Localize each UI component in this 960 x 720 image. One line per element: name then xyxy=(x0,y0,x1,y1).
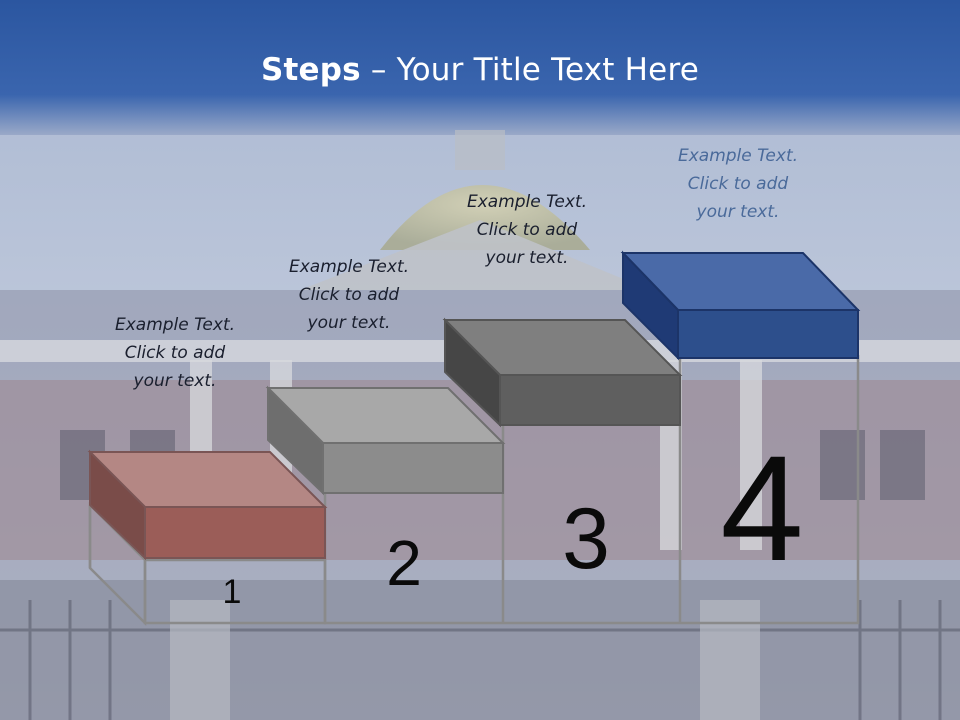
step-3-line-1: Example Text. xyxy=(466,192,588,212)
step-4-text[interactable]: Example Text. Click to add your text. xyxy=(653,142,823,226)
step-4-line-2: Click to add xyxy=(687,174,789,194)
step-2-block[interactable] xyxy=(265,385,506,496)
step-1-number: 1 xyxy=(223,573,242,611)
step-1-line-1: Example Text. xyxy=(114,315,236,335)
step-3-text[interactable]: Example Text. Click to add your text. xyxy=(442,188,612,272)
step-3-line-2: Click to add xyxy=(476,220,578,240)
step-3-line-3: your text. xyxy=(485,248,569,268)
step-4-line-3: your text. xyxy=(696,202,780,222)
step-4-block[interactable] xyxy=(620,250,861,361)
step-3-number: 3 xyxy=(562,491,610,587)
step-2-number: 2 xyxy=(386,527,422,599)
step-4-number: 4 xyxy=(720,424,803,592)
step-2-text[interactable]: Example Text. Click to add your text. xyxy=(264,253,434,337)
step-4-line-1: Example Text. xyxy=(677,146,799,166)
step-1-line-2: Click to add xyxy=(124,343,226,363)
step-1-line-3: your text. xyxy=(133,371,217,391)
step-3-block[interactable] xyxy=(442,317,683,428)
step-2-line-2: Click to add xyxy=(298,285,400,305)
slide-title[interactable]: Steps – Your Title Text Here xyxy=(0,52,960,88)
step-1-block[interactable] xyxy=(87,449,328,561)
title-bold: Steps xyxy=(260,52,361,88)
step-2-line-3: your text. xyxy=(307,313,391,333)
title-rest: – Your Title Text Here xyxy=(360,52,699,88)
step-2-line-1: Example Text. xyxy=(288,257,410,277)
step-1-text[interactable]: Example Text. Click to add your text. xyxy=(90,311,260,395)
